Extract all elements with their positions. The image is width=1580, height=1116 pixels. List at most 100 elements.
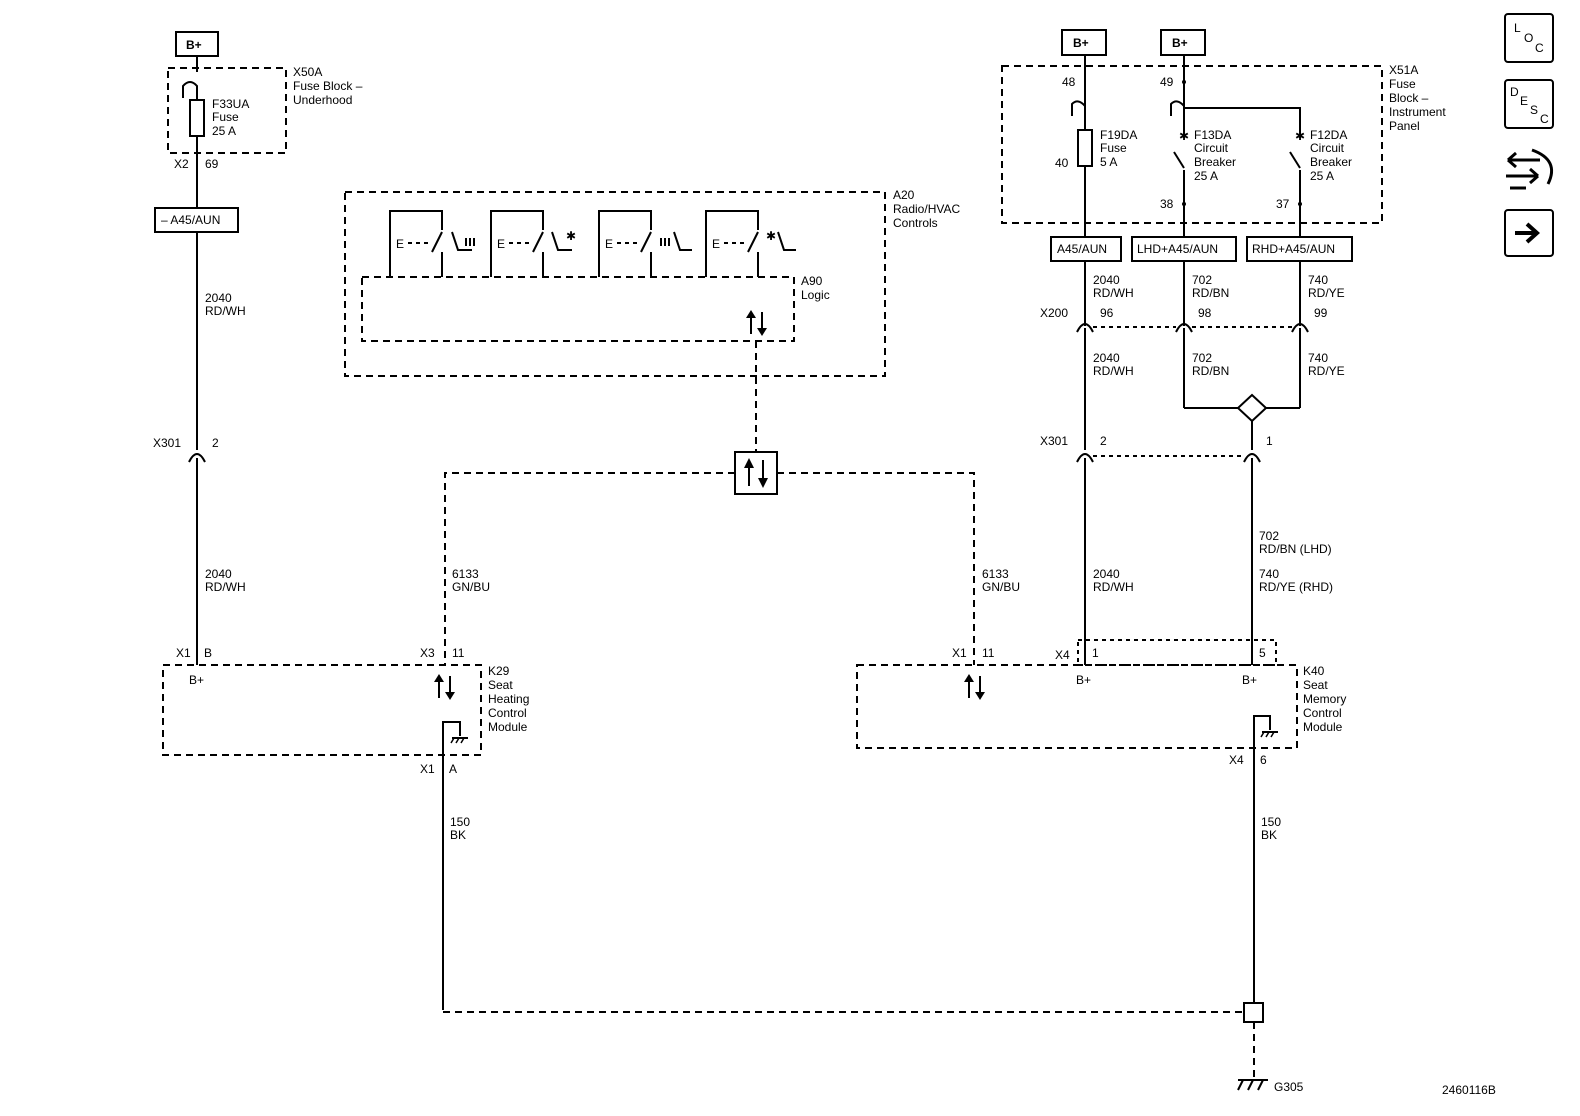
option-box-left: – A45/AUN xyxy=(154,207,239,233)
option-diamond xyxy=(1236,393,1268,423)
svg-text:Module: Module xyxy=(488,720,528,734)
svg-text:5 A: 5 A xyxy=(1100,155,1117,169)
description-button[interactable]: D E S C xyxy=(1504,79,1554,129)
svg-text:Control: Control xyxy=(488,706,527,720)
svg-text:B+: B+ xyxy=(186,38,202,52)
svg-text:X301: X301 xyxy=(1040,434,1068,448)
svg-text:Control: Control xyxy=(1303,706,1342,720)
svg-text:6133: 6133 xyxy=(982,567,1009,581)
svg-text:740: 740 xyxy=(1259,567,1279,581)
data-arrows-a90-icon xyxy=(746,310,767,336)
svg-text:1: 1 xyxy=(1092,646,1099,660)
ground-splice xyxy=(1243,1002,1264,1023)
svg-text:150: 150 xyxy=(1261,815,1281,829)
svg-text:Fuse: Fuse xyxy=(1389,77,1416,91)
connector-view-icon[interactable] xyxy=(1503,144,1557,196)
svg-text:150: 150 xyxy=(450,815,470,829)
svg-text:2040: 2040 xyxy=(1093,273,1120,287)
bplus-terminal-left: B+ xyxy=(175,31,219,57)
svg-text:69: 69 xyxy=(205,157,219,171)
arrow-right-icon xyxy=(1515,222,1540,244)
fuse-id: F33UA xyxy=(212,97,249,111)
svg-text:F13DA: F13DA xyxy=(1194,128,1231,142)
svg-text:6: 6 xyxy=(1260,753,1267,767)
svg-text:A: A xyxy=(449,762,457,776)
x200-connector xyxy=(1076,323,1309,333)
bplus-terminal-right-1: B+ xyxy=(1061,29,1107,56)
svg-text:Breaker: Breaker xyxy=(1310,155,1352,169)
x51a-fuse-block xyxy=(1001,65,1383,224)
a20-label: A20 xyxy=(893,188,915,202)
svg-text:2: 2 xyxy=(212,436,219,450)
data-arrows-k29-icon xyxy=(434,674,455,700)
svg-text:Block –: Block – xyxy=(1389,91,1429,105)
data-arrows-k40-icon xyxy=(964,674,985,700)
svg-text:E: E xyxy=(605,237,613,251)
svg-text:RD/YE: RD/YE xyxy=(1308,286,1345,300)
svg-text:A45/AUN: A45/AUN xyxy=(1057,242,1107,256)
svg-text:GN/BU: GN/BU xyxy=(982,580,1020,594)
svg-text:37: 37 xyxy=(1276,197,1290,211)
k29-label: K29 xyxy=(488,664,510,678)
svg-text:F19DA: F19DA xyxy=(1100,128,1137,142)
fuse-f33ua xyxy=(189,99,205,137)
svg-text:RD/YE: RD/YE xyxy=(1308,364,1345,378)
svg-text:Heating: Heating xyxy=(488,692,529,706)
svg-text:B: B xyxy=(204,646,212,660)
svg-text:Instrument: Instrument xyxy=(1389,105,1446,119)
svg-text:48: 48 xyxy=(1062,75,1076,89)
k29-seat-heating-module xyxy=(162,664,482,756)
x301-connector-right xyxy=(1076,453,1261,463)
svg-text:L: L xyxy=(1514,21,1521,35)
svg-text:702: 702 xyxy=(1192,273,1212,287)
svg-text:Fuse: Fuse xyxy=(212,110,239,124)
svg-text:X1: X1 xyxy=(176,646,191,660)
ground-symbol-k40-icon xyxy=(1253,715,1278,760)
svg-text:RD/WH: RD/WH xyxy=(1093,364,1134,378)
svg-text:Module: Module xyxy=(1303,720,1343,734)
svg-text:BK: BK xyxy=(450,828,466,842)
svg-text:11: 11 xyxy=(982,646,995,660)
a90-label: A90 xyxy=(801,274,823,288)
x301-connector-left xyxy=(188,453,206,463)
circuit-breaker-f12da: ✱ xyxy=(1289,129,1305,237)
svg-text:E: E xyxy=(497,237,505,251)
svg-text:38: 38 xyxy=(1160,197,1174,211)
a20-radio-hvac-controls xyxy=(344,191,886,377)
svg-text:F12DA: F12DA xyxy=(1310,128,1347,142)
next-arrow-button[interactable] xyxy=(1504,209,1554,257)
svg-text:RD/YE (RHD): RD/YE (RHD) xyxy=(1259,580,1333,594)
svg-text:GN/BU: GN/BU xyxy=(452,580,490,594)
svg-text:2040: 2040 xyxy=(205,567,232,581)
svg-text:B+: B+ xyxy=(1172,36,1188,50)
svg-text:BK: BK xyxy=(1261,828,1277,842)
svg-text:RD/BN (LHD): RD/BN (LHD) xyxy=(1259,542,1332,556)
svg-text:702: 702 xyxy=(1192,351,1212,365)
svg-text:S: S xyxy=(1530,103,1538,117)
svg-text:E: E xyxy=(712,237,720,251)
svg-text:✱: ✱ xyxy=(1179,129,1189,143)
svg-text:X1: X1 xyxy=(420,762,435,776)
svg-text:X3: X3 xyxy=(420,646,435,660)
ground-symbol-k29-icon xyxy=(442,721,468,770)
svg-text:25 A: 25 A xyxy=(1194,169,1218,183)
svg-text:Logic: Logic xyxy=(801,288,830,302)
svg-text:D: D xyxy=(1510,85,1519,99)
svg-text:702: 702 xyxy=(1259,529,1279,543)
svg-text:E: E xyxy=(396,237,404,251)
svg-text:RD/WH: RD/WH xyxy=(1093,580,1134,594)
seat-heat-switch-1: E xyxy=(389,210,475,277)
svg-text:Radio/HVAC: Radio/HVAC xyxy=(893,202,960,216)
svg-text:– A45/AUN: – A45/AUN xyxy=(161,213,220,227)
svg-text:X1: X1 xyxy=(952,646,967,660)
svg-text:96: 96 xyxy=(1100,306,1114,320)
svg-text:Underhood: Underhood xyxy=(293,93,352,107)
svg-text:✱: ✱ xyxy=(566,229,576,243)
k40-x4-connector xyxy=(1077,639,1277,666)
location-button[interactable]: L O C xyxy=(1504,13,1554,63)
svg-text:40: 40 xyxy=(1055,156,1069,170)
svg-text:25 A: 25 A xyxy=(212,124,236,138)
svg-text:2040: 2040 xyxy=(205,291,232,305)
svg-text:Breaker: Breaker xyxy=(1194,155,1236,169)
